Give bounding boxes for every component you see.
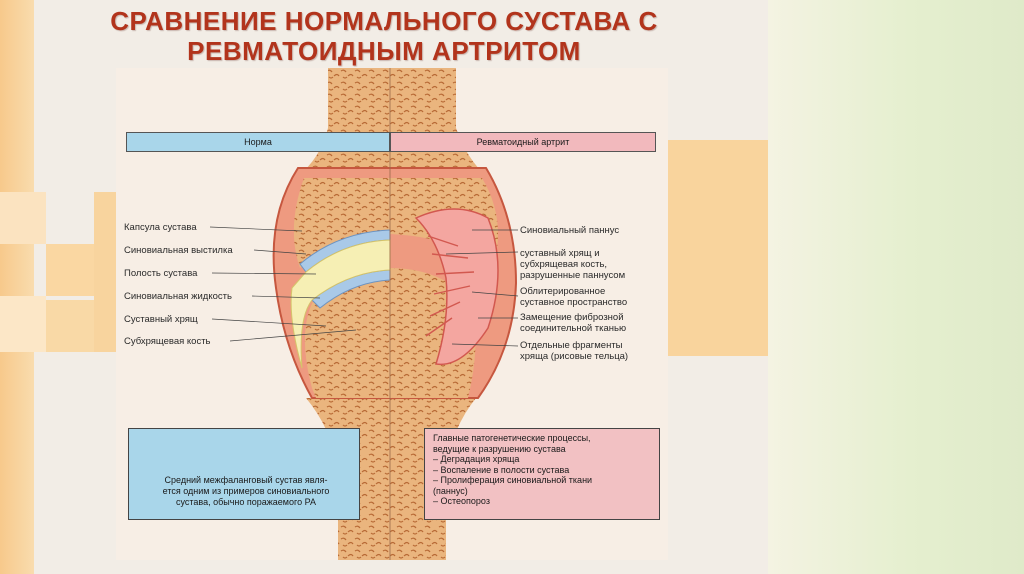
label-fibrous-replacement: Замещение фиброзной: [520, 312, 624, 323]
upper-bone-shaft: [296, 68, 488, 178]
label-rice-bodies: Отдельные фрагменты: [520, 340, 623, 351]
decor-square: [0, 192, 46, 244]
label-synovial-lining: Синовиальная выстилка: [124, 245, 233, 256]
finger-caption-line: сустава, обычно поражаемого РА: [135, 497, 357, 508]
process-line: – Пролиферация синовиальной ткани: [433, 475, 651, 486]
label-joint-capsule: Капсула сустава: [124, 222, 197, 233]
finger-caption: Средний межфаланговый сустав явля- ется …: [135, 475, 357, 508]
label-subchondral-bone: Субхрящевая кость: [124, 336, 211, 347]
label-destroyed-cartilage: разрушенные паннусом: [520, 270, 625, 281]
finger-caption-box: Средний межфаланговый сустав явля- ется …: [128, 428, 360, 520]
label-destroyed-cartilage: суставный хрящ и: [520, 248, 600, 259]
decor-square: [668, 140, 768, 356]
processes-box: Главные патогенетические процессы, ведущ…: [424, 428, 660, 520]
label-pannus: Синовиальный паннус: [520, 225, 619, 236]
label-synovial-fluid: Синовиальная жидкость: [124, 291, 232, 302]
process-line: (паннус): [433, 486, 651, 497]
decor-square: [94, 192, 118, 352]
label-destroyed-cartilage: субхрящевая кость,: [520, 259, 607, 270]
process-line: ведущие к разрушению сустава: [433, 444, 651, 455]
label-articular-cartilage: Суставный хрящ: [124, 314, 198, 325]
decor-square: [0, 296, 46, 352]
decor-square: [46, 300, 94, 352]
label-obliterated-space: Облитерированное: [520, 286, 605, 297]
finger-caption-line: Средний межфаланговый сустав явля-: [135, 475, 357, 486]
label-obliterated-space: суставное пространство: [520, 297, 627, 308]
joint-diagram: Норма Ревматоидный артрит Капсула сустав…: [116, 68, 668, 560]
slide-title-line: РЕВМАТОИДНЫМ АРТРИТОМ: [0, 36, 768, 66]
process-line: – Воспаление в полости сустава: [433, 465, 651, 476]
decor-square: [46, 244, 94, 296]
header-rheumatoid: Ревматоидный артрит: [390, 132, 656, 152]
slide-title: СРАВНЕНИЕ НОРМАЛЬНОГО СУСТАВА С РЕВМАТОИ…: [0, 6, 768, 66]
finger-caption-line: ется одним из примеров синовиального: [135, 486, 357, 497]
label-joint-cavity: Полость сустава: [124, 268, 197, 279]
slide-side-panel: [768, 0, 1024, 574]
header-normal: Норма: [126, 132, 390, 152]
process-line: – Деградация хряща: [433, 454, 651, 465]
slide-title-line: СРАВНЕНИЕ НОРМАЛЬНОГО СУСТАВА С: [0, 6, 768, 36]
process-line: – Остеопороз: [433, 496, 651, 507]
process-line: Главные патогенетические процессы,: [433, 433, 651, 444]
label-rice-bodies: хряща (рисовые тельца): [520, 351, 628, 362]
label-fibrous-replacement: соединительной тканью: [520, 323, 626, 334]
decor-band: [0, 0, 34, 574]
